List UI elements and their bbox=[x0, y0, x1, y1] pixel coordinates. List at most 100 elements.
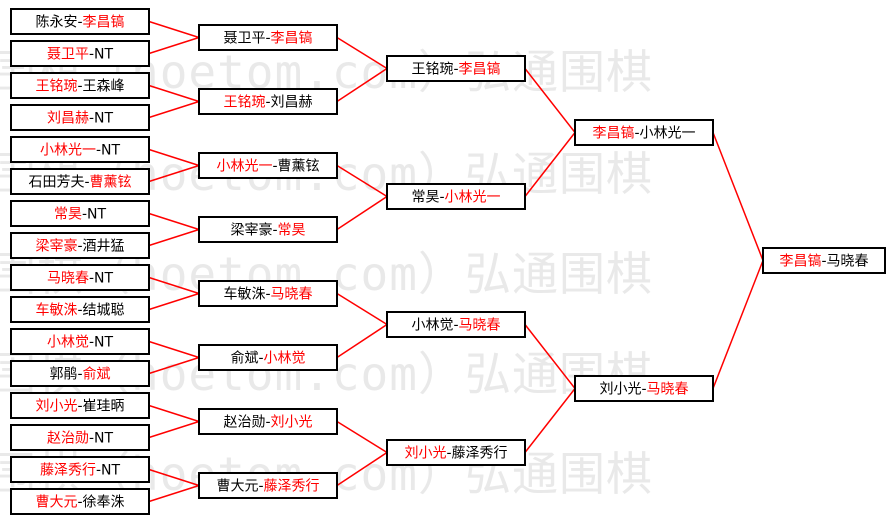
match-label: 常昊-NT bbox=[54, 207, 107, 223]
bracket-matches: 陈永安-李昌镐聂卫平-NT王铭琬-王森峰刘昌赫-NT小林光一-NT石田芳夫-曹薰… bbox=[10, 8, 886, 515]
match-box-frame bbox=[10, 200, 150, 227]
player-name-left: 梁宰豪 bbox=[35, 239, 77, 255]
player-name-right: NT bbox=[94, 335, 113, 351]
match-box-frame bbox=[10, 360, 150, 387]
match-box: 王铭琬-李昌镐 bbox=[386, 55, 526, 82]
bracket-connector-line bbox=[336, 323, 388, 359]
player-name-right: 酒井猛 bbox=[83, 239, 125, 255]
match-box: 曹大元-藤泽秀行 bbox=[198, 472, 338, 499]
player-name-left: 赵治勋 bbox=[47, 431, 89, 447]
player-name-left: 常昊 bbox=[54, 207, 82, 223]
match-box-frame bbox=[198, 472, 338, 499]
match-box-frame bbox=[10, 8, 150, 35]
player-separator: - bbox=[82, 207, 87, 223]
match-label: 李昌镐-小林光一 bbox=[592, 126, 695, 142]
player-name-right: NT bbox=[94, 47, 113, 63]
match-box: 刘小光-崔珪昞 bbox=[10, 392, 150, 419]
match-box-frame bbox=[762, 247, 886, 274]
player-name-right: 俞斌 bbox=[83, 366, 111, 383]
bracket-connector-line bbox=[148, 20, 200, 39]
player-name-right: NT bbox=[94, 431, 113, 447]
player-name-right: 刘小光 bbox=[271, 415, 313, 431]
match-label: 车敏洙-结城聪 bbox=[35, 302, 124, 319]
match-box-frame bbox=[198, 152, 338, 179]
match-label: 赵治勋-刘小光 bbox=[223, 415, 312, 431]
player-name-right: 李昌镐 bbox=[459, 62, 501, 78]
player-name-right: 徐奉洙 bbox=[83, 495, 125, 511]
player-name-right: 小林光一 bbox=[640, 126, 696, 142]
match-box-frame bbox=[10, 328, 150, 355]
player-name-right: 马晓春 bbox=[459, 318, 501, 334]
match-box-frame bbox=[198, 88, 338, 115]
player-name-right: NT bbox=[101, 463, 120, 479]
match-box: 王铭琬-王森峰 bbox=[10, 72, 150, 99]
match-box: 常昊-小林光一 bbox=[386, 183, 526, 210]
player-name-right: NT bbox=[87, 207, 106, 223]
player-name-left: 李昌镐 bbox=[779, 254, 821, 270]
player-name-right: NT bbox=[94, 271, 113, 287]
match-label: 郭鹃-俞斌 bbox=[49, 366, 110, 383]
player-name-left: 王铭琬 bbox=[223, 95, 265, 111]
match-box-frame bbox=[10, 456, 150, 483]
player-name-left: 小林光一 bbox=[216, 159, 272, 175]
player-name-right: 王森峰 bbox=[83, 79, 125, 95]
player-name-left: 常昊 bbox=[411, 190, 439, 206]
player-separator: - bbox=[453, 62, 458, 78]
match-box-frame bbox=[386, 311, 526, 338]
player-name-left: 石田芳夫 bbox=[28, 174, 84, 191]
player-separator: - bbox=[265, 31, 270, 47]
player-name-left: 刘昌赫 bbox=[47, 111, 89, 127]
match-box: 李昌镐-马晓春 bbox=[762, 247, 886, 274]
match-box: 车敏洙-结城聪 bbox=[10, 296, 150, 323]
match-box-frame bbox=[10, 72, 150, 99]
player-name-left: 陈永安 bbox=[35, 14, 77, 31]
match-box-frame bbox=[10, 232, 150, 259]
player-name-left: 梁宰豪 bbox=[230, 223, 272, 239]
match-label: 李昌镐-马晓春 bbox=[779, 254, 868, 270]
player-name-left: 车敏洙 bbox=[223, 286, 265, 303]
match-box-frame bbox=[198, 408, 338, 435]
player-separator: - bbox=[265, 415, 270, 431]
match-box-frame bbox=[10, 296, 150, 323]
match-box: 小林觉-NT bbox=[10, 328, 150, 355]
match-box: 赵治勋-NT bbox=[10, 424, 150, 451]
bracket-lines bbox=[148, 20, 764, 503]
bracket-connector-line bbox=[712, 132, 764, 261]
match-label: 小林觉-NT bbox=[47, 335, 114, 351]
player-separator: - bbox=[446, 446, 451, 462]
match-label: 聂卫平-李昌镐 bbox=[223, 31, 312, 47]
player-separator: - bbox=[265, 287, 270, 303]
player-name-left: 车敏洙 bbox=[35, 302, 77, 319]
player-separator: - bbox=[89, 335, 94, 351]
bracket-connector-line bbox=[148, 276, 200, 295]
match-box-frame bbox=[198, 280, 338, 307]
bracket-connector-line bbox=[524, 132, 576, 197]
player-name-left: 曹大元 bbox=[35, 495, 77, 511]
bracket-connector-line bbox=[336, 164, 388, 198]
player-separator: - bbox=[634, 126, 639, 142]
bracket-connector-line bbox=[336, 451, 388, 487]
bracket-connector-line bbox=[148, 100, 200, 119]
bracket-connector-line bbox=[148, 420, 200, 439]
player-name-right: 曹薰铉 bbox=[90, 175, 132, 191]
match-box: 聂卫平-李昌镐 bbox=[198, 24, 338, 51]
player-separator: - bbox=[641, 382, 646, 398]
bracket-connector-line bbox=[148, 148, 200, 167]
player-separator: - bbox=[89, 431, 94, 447]
match-box: 小林光一-NT bbox=[10, 136, 150, 163]
player-name-right: 结城聪 bbox=[83, 303, 125, 319]
player-separator: - bbox=[77, 495, 82, 511]
match-box: 王铭琬-刘昌赫 bbox=[198, 88, 338, 115]
player-separator: - bbox=[96, 463, 101, 479]
match-box: 小林光一-曹薰铉 bbox=[198, 152, 338, 179]
bracket-connector-line bbox=[148, 404, 200, 423]
match-box-frame bbox=[386, 55, 526, 82]
player-name-left: 小林觉 bbox=[47, 335, 89, 351]
player-name-left: 聂卫平 bbox=[47, 47, 89, 63]
player-name-left: 刘小光 bbox=[404, 446, 446, 462]
match-label: 马晓春-NT bbox=[47, 271, 114, 287]
match-box: 聂卫平-NT bbox=[10, 40, 150, 67]
player-separator: - bbox=[272, 159, 277, 175]
match-box: 小林觉-马晓春 bbox=[386, 311, 526, 338]
